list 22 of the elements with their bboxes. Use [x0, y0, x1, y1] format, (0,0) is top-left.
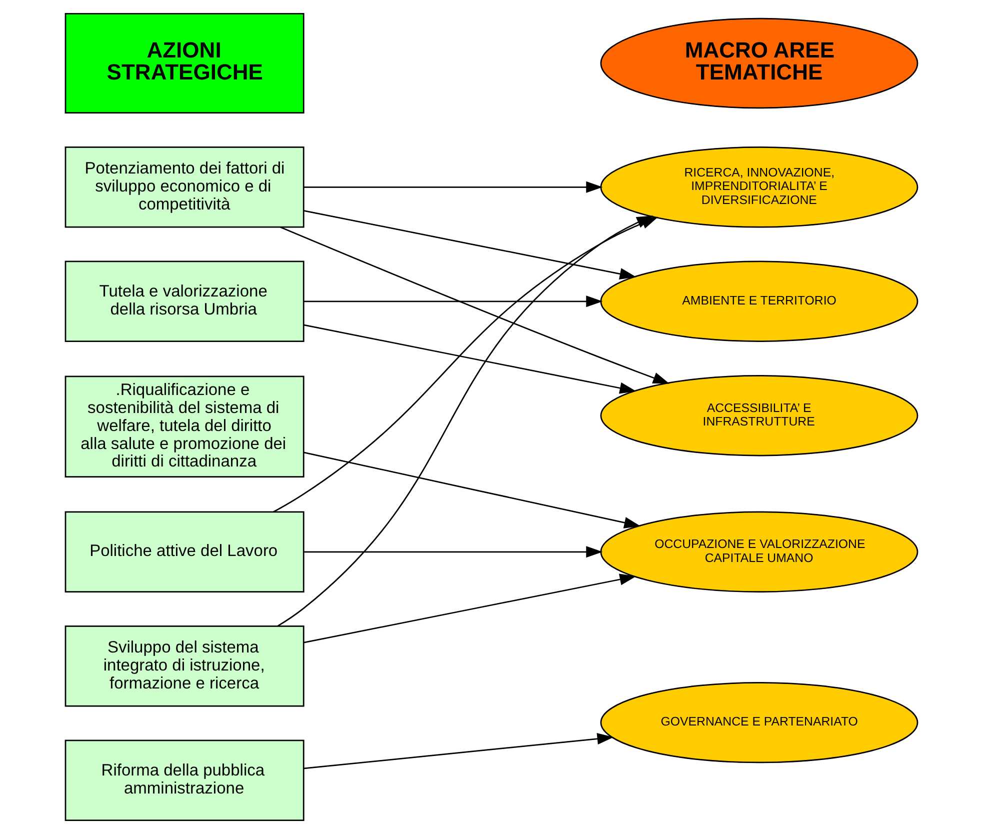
node-ellipse: GOVERNANCE E PARTENARIATO [600, 682, 918, 764]
arrow [304, 324, 636, 394]
node-box: Riforma della pubblica amministrazione [64, 740, 304, 821]
node-box: Potenziamento dei fattori di sviluppo economico e di competitività [64, 146, 304, 228]
arrow [280, 226, 670, 384]
arrow [304, 452, 641, 528]
node-box: Politiche attive del Lavoro [64, 511, 304, 592]
arrow [277, 216, 654, 627]
arrow [304, 733, 614, 770]
node-ellipse: ACCESSIBILITA’ E INFRASTRUTTURE [600, 375, 918, 456]
arrow [304, 181, 603, 193]
arrow [304, 546, 603, 558]
node-ellipse: OCCUPAZIONE E VALORIZZAZIONE CAPITALE UMANO [600, 511, 918, 592]
arrow [304, 296, 603, 308]
arrow [304, 210, 636, 280]
node-ellipse: AMBIENTE E TERRITORIO [600, 260, 918, 342]
node-box: .Riqualificazione e sostenibilità del sistema di welfare, tutela del diritto alla salute e promozione dei diritti di cittadinanza [64, 376, 304, 478]
arrow [304, 574, 636, 644]
node-box: AZIONI STRATEGICHE [64, 13, 304, 114]
node-ellipse: MACRO AREE TEMATICHE [600, 18, 918, 109]
node-box: Sviluppo del sistema integrato di istruzione, formazione e ricerca [64, 626, 304, 707]
node-box: Tutela e valorizzazione della risorsa Umbria [64, 260, 304, 342]
